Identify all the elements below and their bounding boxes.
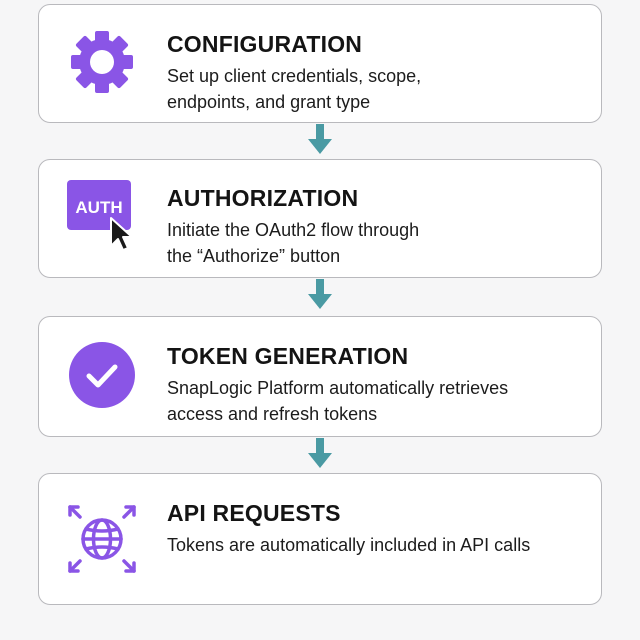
step-text: TOKEN GENERATION SnapLogic Platform auto… — [167, 341, 589, 427]
step-description-line: endpoints, and grant type — [167, 92, 371, 112]
gear-icon — [65, 25, 139, 99]
step-description-line: Tokens are automatically included in API… — [167, 535, 531, 555]
down-arrow-icon — [306, 124, 334, 156]
step-title: TOKEN GENERATION — [167, 343, 409, 369]
step-card-api-requests: API REQUESTS Tokens are automatically in… — [38, 473, 602, 605]
checkmark-circle-icon — [65, 338, 139, 412]
step-card-token-generation: TOKEN GENERATION SnapLogic Platform auto… — [38, 316, 602, 437]
globe-expand-icon — [65, 502, 139, 576]
step-title: CONFIGURATION — [167, 31, 363, 57]
step-title: AUTHORIZATION — [167, 185, 359, 211]
step-description-line: Set up client credentials, scope, — [167, 66, 422, 86]
step-text: CONFIGURATION Set up client credentials,… — [167, 29, 589, 115]
step-description-line: access and refresh tokens — [167, 404, 378, 424]
down-arrow-icon — [306, 438, 334, 470]
auth-button-cursor-icon: AUTH — [65, 176, 139, 251]
down-arrow-icon — [306, 279, 334, 311]
step-card-authorization: AUTH AUTHORIZATION Initiate the OAuth2 f… — [38, 159, 602, 278]
step-text: AUTHORIZATION Initiate the OAuth2 flow t… — [167, 183, 589, 269]
step-description-line: Initiate the OAuth2 flow through — [167, 220, 420, 240]
step-card-configuration: CONFIGURATION Set up client credentials,… — [38, 4, 602, 123]
step-description-line: SnapLogic Platform automatically retriev… — [167, 378, 509, 398]
step-text: API REQUESTS Tokens are automatically in… — [167, 498, 589, 558]
step-description-line: the “Authorize” button — [167, 246, 341, 266]
auth-icon-text: AUTH — [75, 198, 122, 217]
step-title: API REQUESTS — [167, 500, 341, 526]
